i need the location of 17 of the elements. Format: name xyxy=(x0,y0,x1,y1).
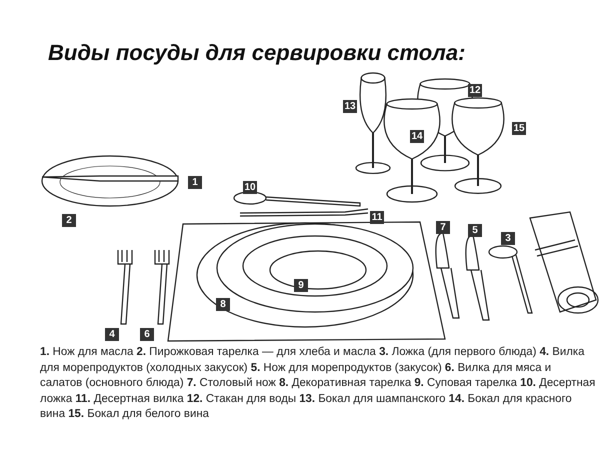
caption: 1. Нож для масла 2. Пирожковая тарелка — для хлеба и масла 3. Ложка (для первого блюда) 4. Вилка для морепродуктов (холодных закусок) 5. Нож для морепродуктов (закусок) 6. Вилка для мяса и салатов (основного блюда) 7. Столовый нож 8. Декоративная тарелка 9. Суповая тарелка 10. Десертная ложка 11. Десертная вилка 12. Стакан для воды 13. Бокал для шампанского 14. Бокал для красного вина 15. Бокал для белого вина xyxy=(40,345,596,422)
callout-number: 7 xyxy=(436,221,450,234)
callout-number: 11 xyxy=(370,211,384,224)
callout-number: 12 xyxy=(468,84,482,97)
callout-number: 6 xyxy=(140,328,154,341)
callout-number: 5 xyxy=(468,224,482,237)
callout-number: 8 xyxy=(216,298,230,311)
callout-number: 10 xyxy=(243,181,257,194)
callout-number: 4 xyxy=(105,328,119,341)
callout-number: 13 xyxy=(343,100,357,113)
title: Виды посуды для сервировки стола: xyxy=(48,40,466,66)
callout-number: 2 xyxy=(62,214,76,227)
callout-number: 15 xyxy=(512,122,526,135)
callout-number: 3 xyxy=(501,232,515,245)
callout-number: 9 xyxy=(294,279,308,292)
callout-number: 1 xyxy=(188,176,202,189)
callout-number: 14 xyxy=(410,130,424,143)
